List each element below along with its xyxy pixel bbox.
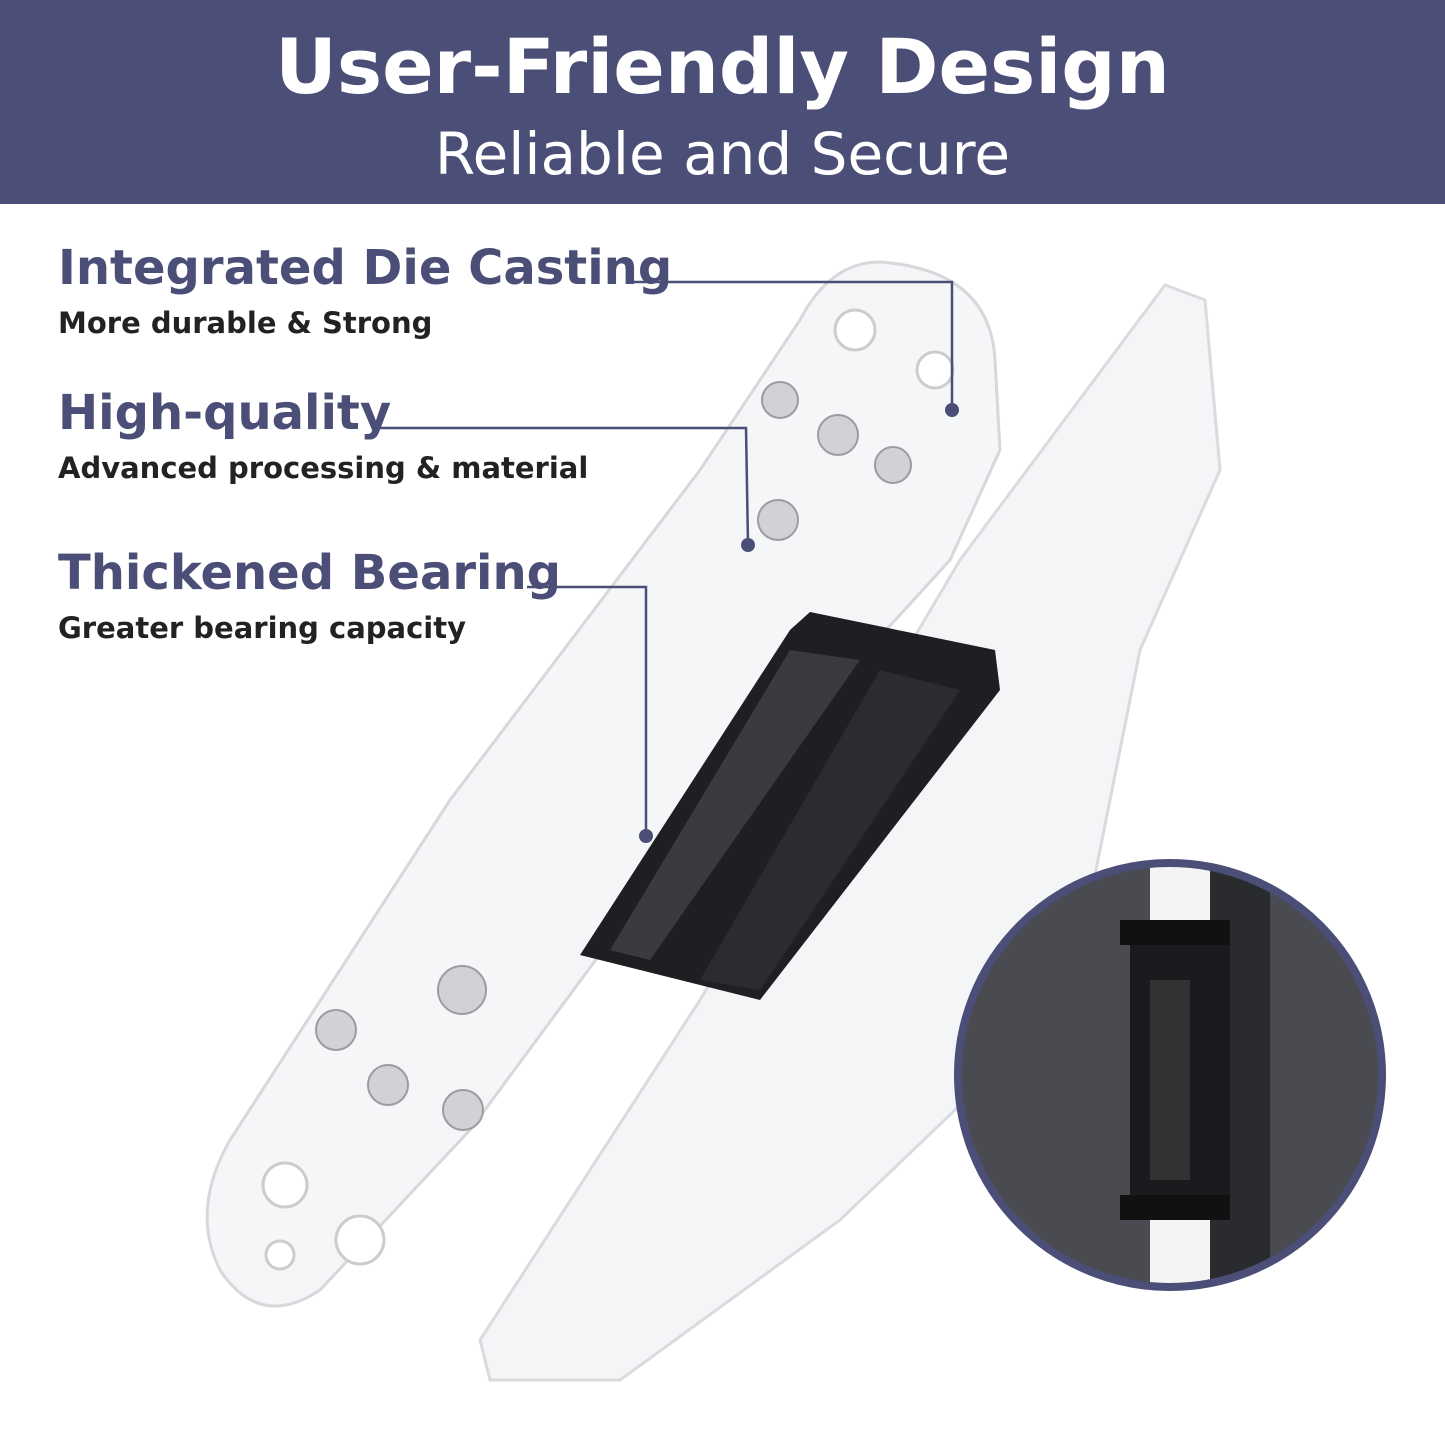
callout-dots [639, 403, 959, 843]
header-banner: User-Friendly Design Reliable and Secure [0, 0, 1445, 204]
hinge-body [580, 612, 1000, 1000]
feature-subtitle: Greater bearing capacity [58, 611, 466, 645]
feature-subtitle: More durable & Strong [58, 306, 433, 340]
callout-lines [372, 280, 954, 836]
feature-thickened-bearing: Thickened Bearing Greater bearing capaci… [58, 545, 561, 645]
page-title: User-Friendly Design [275, 22, 1170, 111]
page-subtitle: Reliable and Secure [434, 120, 1011, 188]
feature-subtitle: Advanced processing & material [58, 451, 589, 485]
feature-title: Integrated Die Casting [58, 240, 673, 296]
hinge-left-plate [205, 260, 1002, 1308]
feature-high-quality: High-quality Advanced processing & mater… [58, 385, 588, 485]
closeup-inset [954, 859, 1386, 1291]
screw-icons [315, 381, 912, 1131]
feature-title: Thickened Bearing [58, 545, 561, 601]
feature-die-casting: Integrated Die Casting More durable & St… [58, 240, 672, 340]
feature-title: High-quality [58, 385, 392, 441]
